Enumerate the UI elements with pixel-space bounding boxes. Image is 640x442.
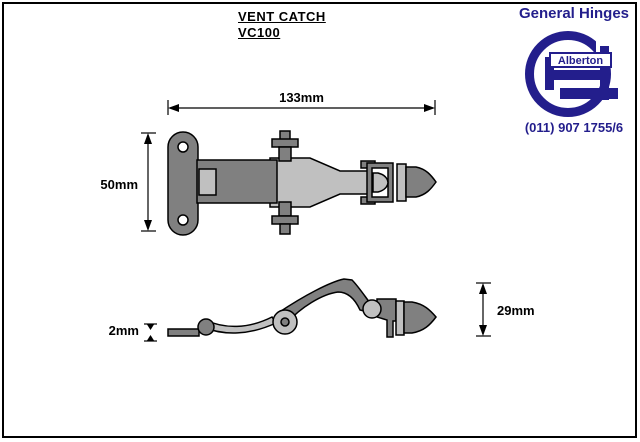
side-view-drawing bbox=[167, 278, 437, 338]
dimension-label-plate-thickness: 2mm bbox=[108, 323, 139, 338]
title-block: VENT CATCH VC100 bbox=[238, 9, 326, 41]
company-phone: (011) 907 1755/6 bbox=[524, 120, 624, 135]
company-name: General Hinges bbox=[518, 5, 630, 22]
dimension-label-plate-height: 50mm bbox=[100, 177, 138, 192]
dimension-label-overall-length: 133mm bbox=[279, 90, 324, 105]
gh-monogram-icon bbox=[525, 29, 626, 117]
dimension-lines bbox=[141, 100, 491, 342]
top-view-drawing bbox=[167, 130, 437, 236]
logo-location-badge: Alberton bbox=[549, 52, 612, 68]
dimension-label-side-height: 29mm bbox=[497, 303, 535, 318]
drawing-code: VC100 bbox=[238, 25, 281, 40]
drawing-title: VENT CATCH bbox=[238, 9, 326, 24]
